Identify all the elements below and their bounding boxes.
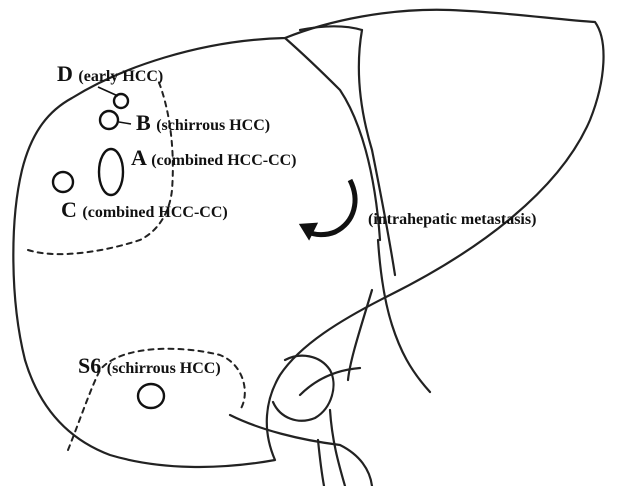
- lesion-d: [114, 94, 128, 108]
- label-a-letter: A: [131, 145, 146, 170]
- label-s6-letter: S6: [78, 353, 101, 378]
- lesion-b: [100, 111, 118, 129]
- inferior-vessel-4: [318, 440, 324, 486]
- label-c: C (combined HCC-CC): [61, 199, 228, 221]
- label-c-letter: C: [61, 197, 77, 222]
- lobe-division-upper-3: [359, 30, 395, 275]
- label-s6: S6 (schirrous HCC): [78, 355, 221, 377]
- metastasis-arrow: [301, 180, 355, 238]
- label-a-text: (combined HCC-CC): [151, 152, 296, 169]
- inferior-vessel-1: [378, 240, 430, 392]
- label-d-text: (early HCC): [78, 68, 163, 85]
- inferior-vessel-2: [348, 290, 372, 380]
- lobe-division-upper: [285, 38, 380, 240]
- label-d: D (early HCC): [57, 63, 163, 85]
- label-c-text: (combined HCC-CC): [82, 204, 227, 221]
- gallbladder: [273, 356, 334, 421]
- label-a: A (combined HCC-CC): [131, 147, 297, 169]
- lesion-s6: [138, 384, 164, 408]
- label-s6-text: (schirrous HCC): [107, 360, 221, 377]
- hilum-line-1: [230, 415, 372, 486]
- lesion-c: [53, 172, 73, 192]
- leader-b: [119, 122, 131, 124]
- label-d-letter: D: [57, 61, 73, 86]
- lesion-a: [99, 149, 123, 195]
- label-b: B (schirrous HCC): [136, 112, 270, 134]
- label-metastasis-text: (intrahepatic metastasis): [368, 211, 536, 228]
- label-b-letter: B: [136, 110, 151, 135]
- label-metastasis: (intrahepatic metastasis): [368, 212, 536, 228]
- lobe-division-upper-2: [300, 26, 362, 30]
- label-b-text: (schirrous HCC): [156, 117, 270, 134]
- inferior-vessel-3: [330, 410, 345, 486]
- leader-d: [98, 87, 118, 96]
